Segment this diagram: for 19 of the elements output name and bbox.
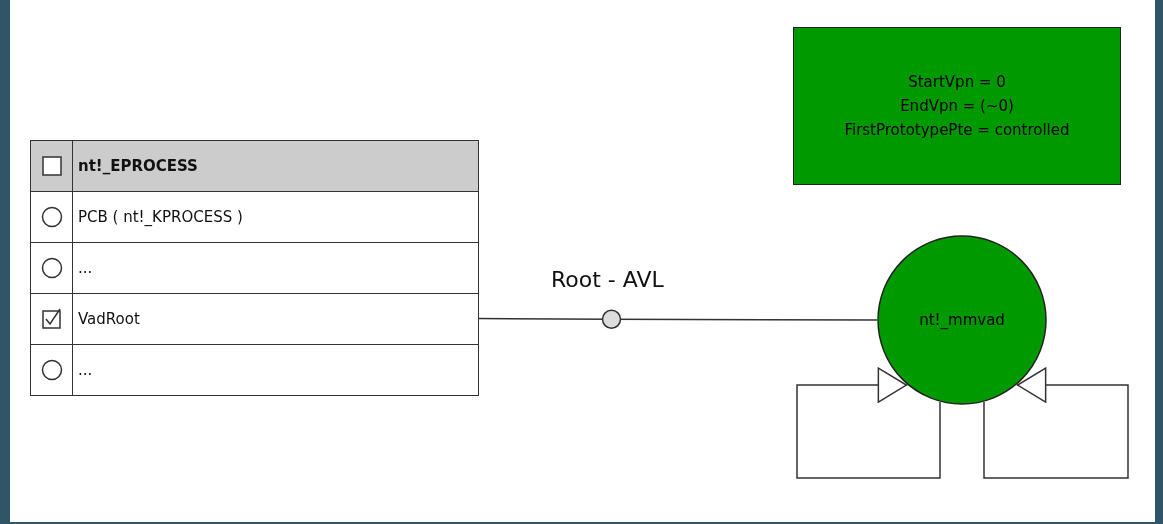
note-text: StartVpn = 0 bbox=[908, 72, 1006, 93]
connector-line bbox=[477, 317, 878, 321]
row-text: ... bbox=[77, 259, 93, 277]
table bbox=[30, 140, 479, 396]
table-row bbox=[31, 242, 478, 293]
note-box bbox=[793, 27, 1121, 185]
note-text: EndVpn = (~0) bbox=[900, 96, 1014, 117]
circle-node bbox=[877, 235, 1047, 405]
arrow bbox=[983, 367, 1129, 479]
table-row bbox=[31, 191, 478, 242]
table-row bbox=[31, 344, 478, 395]
row-text: PCB ( nt!_KPROCESS ) bbox=[77, 208, 243, 226]
header-text: nt!_EPROCESS bbox=[77, 157, 198, 175]
node-text: nt!_mmvad bbox=[919, 311, 1005, 329]
row-text: VadRoot bbox=[77, 310, 140, 328]
note-text: FirstPrototypePte = controlled bbox=[844, 120, 1070, 141]
row-text: ... bbox=[77, 361, 93, 379]
table-row bbox=[31, 293, 478, 344]
arrow bbox=[796, 367, 941, 479]
